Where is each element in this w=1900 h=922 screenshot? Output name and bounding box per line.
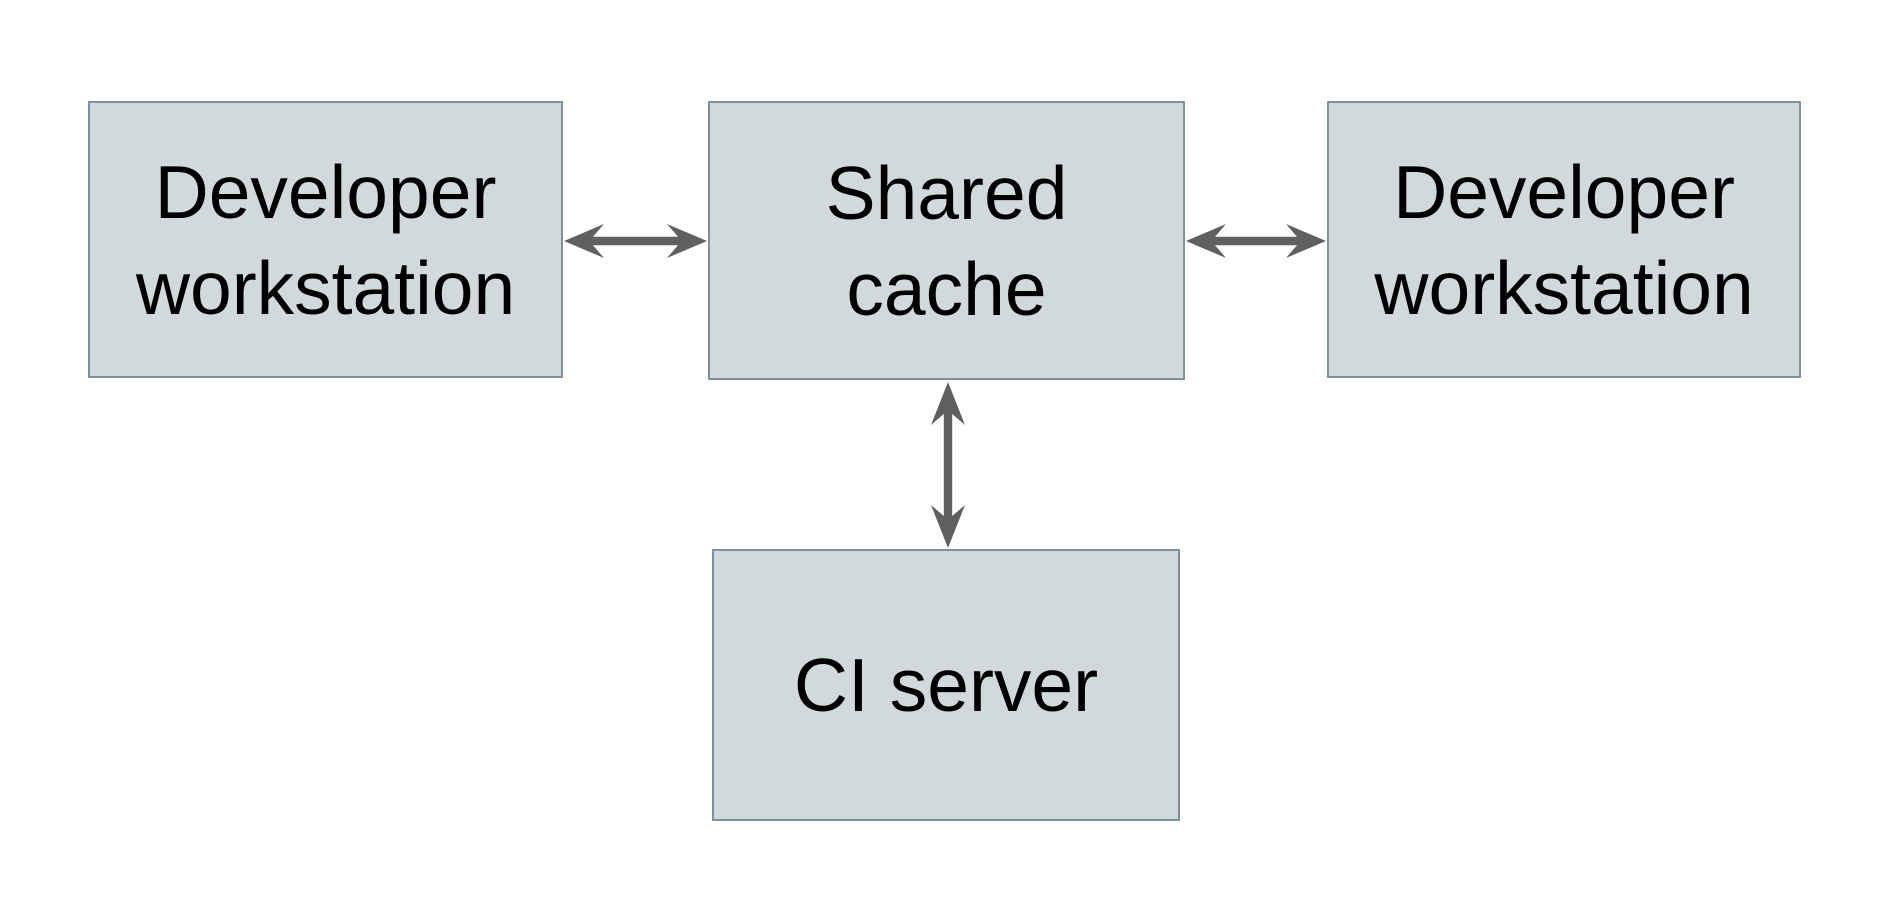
- label-line: CI server: [793, 643, 1099, 727]
- node-ci-server: CI server: [712, 549, 1180, 821]
- node-label: Shared cache: [826, 145, 1068, 337]
- node-developer-workstation-left: Developer workstation: [88, 101, 563, 378]
- label-line: Developer: [1393, 149, 1735, 234]
- node-label: Developer workstation: [136, 144, 515, 336]
- node-label: CI server: [794, 637, 1098, 733]
- label-line: workstation: [135, 245, 516, 330]
- double-arrow-icon-cache-right: [1185, 221, 1327, 261]
- label-line: cache: [846, 246, 1047, 331]
- double-arrow-icon-cache-ci: [928, 381, 968, 549]
- double-arrow-icon-left-cache: [563, 221, 708, 261]
- label-line: Shared: [825, 150, 1068, 235]
- node-developer-workstation-right: Developer workstation: [1327, 101, 1801, 378]
- node-label: Developer workstation: [1374, 144, 1753, 336]
- node-shared-cache: Shared cache: [708, 101, 1185, 380]
- label-line: Developer: [154, 149, 497, 234]
- label-line: workstation: [1374, 245, 1754, 330]
